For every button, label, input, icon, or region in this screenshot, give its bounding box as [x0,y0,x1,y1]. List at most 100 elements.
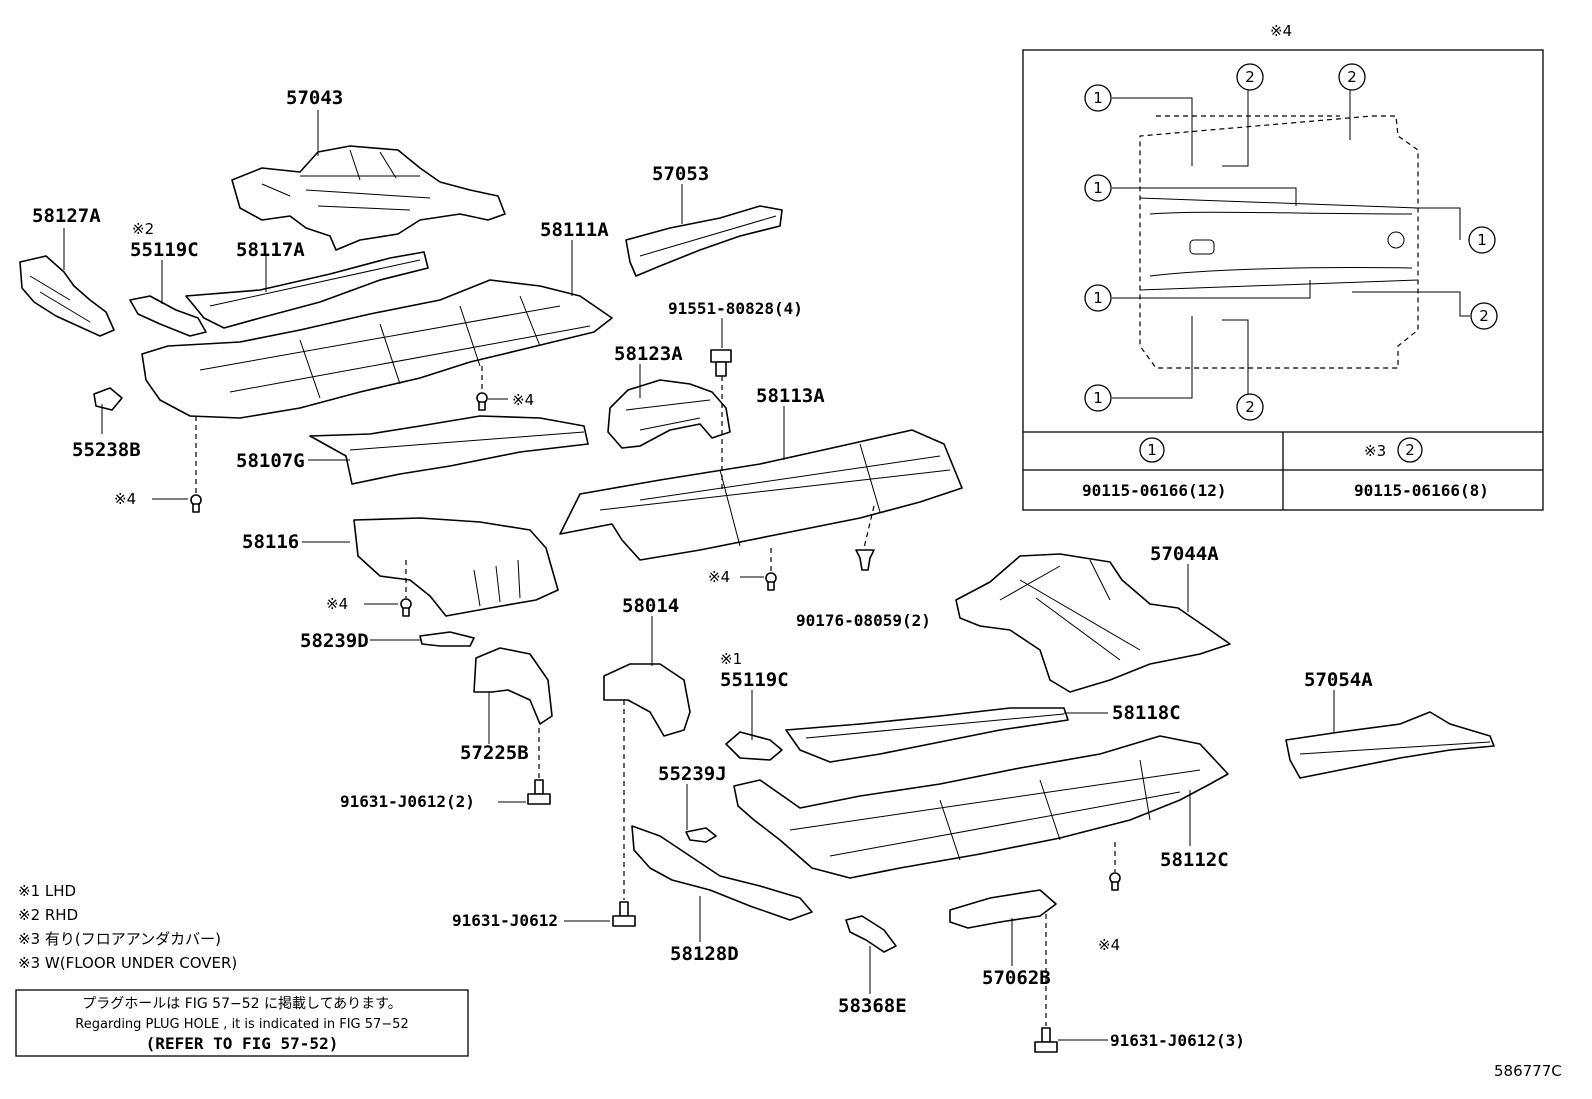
label-55119C-rhd: 55119C [130,239,199,261]
label-mark4-a: ※4 [512,391,534,409]
fastener-bolt-91631 [612,901,636,927]
part-57062B-shape [949,889,1057,929]
label-rhd-mark: ※2 [132,220,154,238]
label-58116: 58116 [242,531,299,553]
label-58117A: 58117A [236,239,305,261]
label-55238B: 55238B [72,439,141,461]
reference-line-jp: プラグホールは FIG 57−52 に掲載してあります。 [82,996,402,1012]
note-floor-cover-jp: ※3 有り(フロアアンダカバー) [18,930,221,948]
inset-callout-1c: 1 [1468,226,1496,254]
label-58107G: 58107G [236,450,305,472]
label-90176: 90176-08059(2) [796,611,931,630]
label-58239D: 58239D [300,630,369,652]
part-57044A-shape [955,553,1231,693]
fastener-bolt-91631-2 [527,779,551,805]
part-58113A-shape [559,429,963,561]
part-58111A-shape [141,279,613,419]
label-57225B: 57225B [460,742,529,764]
label-lhd-mark: ※1 [720,650,742,668]
label-58127A: 58127A [32,205,101,227]
inset-panel: ※4 1 2 2 1 1 1 2 1 2 1 ※3 2 90115-06166 [1022,22,1544,511]
part-55119C-lhd-shape [725,731,783,761]
label-mark4-c: ※4 [708,568,730,586]
label-58368E: 58368E [838,995,907,1017]
label-91551: 91551-80828(4) [668,299,803,318]
label-58128D: 58128D [670,943,739,965]
part-55238B-shape [93,387,123,411]
svg-text:2: 2 [1245,68,1255,86]
svg-text:2: 2 [1479,307,1489,325]
part-55239J-shape [685,827,717,843]
part-58368E-shape [845,915,897,953]
part-58117A-shape [185,251,429,329]
part-57225B-shape [473,647,553,725]
part-58123A-shape [607,379,731,449]
fastener-screw-58112C [1109,872,1121,891]
fastener-screw-58111A [476,392,488,411]
leader-lines [63,110,1335,1041]
note-floor-cover-en: ※3 W(FLOOR UNDER COVER) [18,954,237,972]
inset-callout-2b: 2 [1338,63,1366,91]
label-57044A: 57044A [1150,543,1219,565]
fastener-bolt-91631-3 [1034,1027,1058,1053]
inset-callout-2d: 2 [1236,393,1264,421]
svg-text:1: 1 [1147,441,1157,459]
label-91631-3: 91631-J0612(3) [1110,1031,1245,1050]
footnotes: ※1 LHD ※2 RHD ※3 有り(フロアアンダカバー) ※3 W(FLOO… [18,882,237,972]
label-55119C-lhd: 55119C [720,669,789,691]
svg-text:2: 2 [1405,441,1415,459]
part-58128D-shape [631,825,813,921]
part-55119C-rhd-shape [129,295,207,337]
label-mark4-d: ※4 [326,595,348,613]
label-58111A: 58111A [540,219,609,241]
label-57054A: 57054A [1304,669,1373,691]
label-57053: 57053 [652,163,709,185]
fastener-bolt-91551 [710,349,732,377]
svg-text:1: 1 [1093,179,1103,197]
part-58107G-shape [309,415,589,485]
inset-table-head-2: 2 [1397,437,1423,463]
label-91631-2: 91631-J0612(2) [340,792,475,811]
svg-text:1: 1 [1093,89,1103,107]
fastener-screw-58116 [400,598,412,617]
part-57053-shape [625,205,783,277]
inset-table-head-2-prefix: ※3 [1364,442,1386,460]
label-58118C: 58118C [1112,702,1181,724]
fastener-screw-58113A [765,572,777,591]
inset-callout-2a: 2 [1236,63,1264,91]
svg-text:2: 2 [1245,398,1255,416]
label-57062B: 57062B [982,967,1051,989]
assembly-lines [195,366,1116,1026]
svg-text:2: 2 [1347,68,1357,86]
label-mark4-e: ※4 [1098,936,1120,954]
part-58118C-shape [785,707,1069,763]
part-58112C-shape [733,735,1229,879]
label-57043: 57043 [286,87,343,109]
inset-table-head-1: 1 [1139,437,1165,463]
svg-text:1: 1 [1093,289,1103,307]
part-57054A-shape [1285,711,1495,779]
figure-id: 586777C [1494,1062,1562,1080]
label-55239J: 55239J [658,763,727,785]
part-58014-shape [603,663,691,737]
part-58116-shape [353,517,559,617]
reference-line-refer: (REFER TO FIG 57-52) [146,1034,339,1053]
svg-text:1: 1 [1477,231,1487,249]
note-rhd: ※2 RHD [18,906,78,924]
label-58014: 58014 [622,595,679,617]
inset-callout-1e: 1 [1084,384,1112,412]
inset-callout-1d: 1 [1084,284,1112,312]
reference-box: プラグホールは FIG 57−52 に掲載してあります。 Regarding P… [15,989,469,1057]
label-58113A: 58113A [756,385,825,407]
svg-text:1: 1 [1093,389,1103,407]
label-mark4-b: ※4 [114,490,136,508]
inset-callout-1a: 1 [1084,84,1112,112]
label-58112C: 58112C [1160,849,1229,871]
fastener-clip-90176 [855,549,875,571]
part-57043-shape [231,145,506,251]
inset-title: ※4 [1270,22,1292,40]
inset-table-value-2: 90115-06166(8) [1354,481,1489,500]
part-58127A-shape [19,255,115,337]
part-58239D-shape [419,631,475,647]
